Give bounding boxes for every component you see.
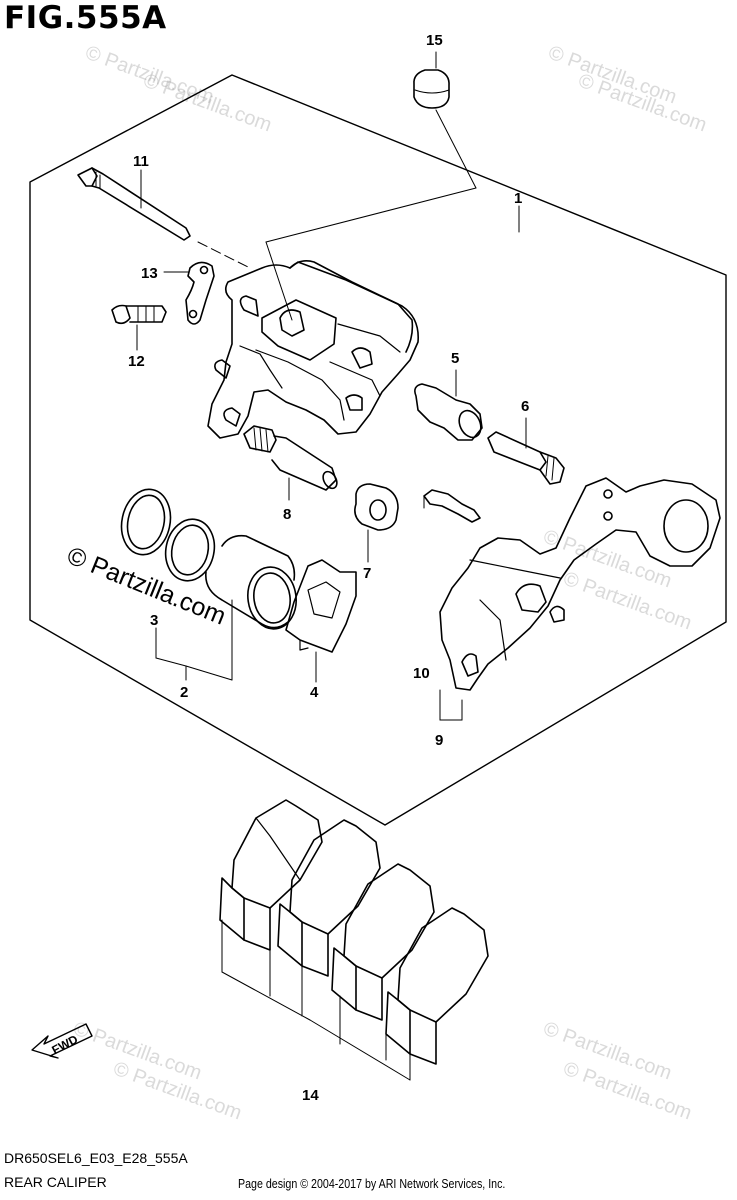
- callout-10: 10: [413, 665, 430, 682]
- callout-5: 5: [451, 350, 459, 367]
- fwd-arrow-icon: [31, 1023, 93, 1059]
- callout-15: 15: [426, 32, 443, 49]
- part-10-spring-drawing: [423, 489, 481, 523]
- callout-11: 11: [133, 153, 149, 170]
- callout-9: 9: [435, 732, 443, 749]
- callout-2: 2: [180, 684, 188, 701]
- callout-12: 12: [128, 353, 145, 370]
- part-4-shim-drawing: [285, 559, 357, 683]
- part-12-bleeder-drawing: [111, 304, 167, 351]
- part-7-bushing-drawing: [354, 483, 399, 563]
- callout-3: 3: [150, 612, 158, 629]
- callout-8: 8: [283, 506, 291, 523]
- part-9-bracket-drawing: [439, 477, 721, 721]
- part-2-3-seal-piston-drawing: [120, 488, 297, 681]
- part-5-boot-drawing: [414, 369, 483, 441]
- callout-14: 14: [302, 1087, 319, 1104]
- figure-title: FIG.555A: [4, 0, 167, 36]
- model-code: DR650SEL6_E03_E28_555A: [4, 1150, 188, 1166]
- assembly-boundary: [29, 74, 727, 826]
- callout-6: 6: [521, 398, 529, 415]
- callout-4: 4: [310, 684, 319, 701]
- part-6-slide-pin-drawing: [487, 417, 565, 485]
- page-credit: Page design © 2004-2017 by ARI Network S…: [238, 1176, 506, 1191]
- callout-1: 1: [514, 190, 522, 207]
- part-15-cap-drawing: [265, 51, 477, 321]
- callout-7: 7: [363, 565, 371, 582]
- part-14-pads-drawing: [219, 799, 489, 1081]
- caliper-body-drawing: [207, 260, 419, 439]
- figure-caption: REAR CALIPER: [4, 1174, 107, 1190]
- part-11-pin-drawing: [77, 167, 251, 269]
- part-8-guide-pin-drawing: [243, 425, 338, 501]
- fwd-label: FWD: [49, 1032, 80, 1057]
- part-13-clip-drawing: [163, 261, 215, 325]
- callout-13: 13: [141, 265, 158, 282]
